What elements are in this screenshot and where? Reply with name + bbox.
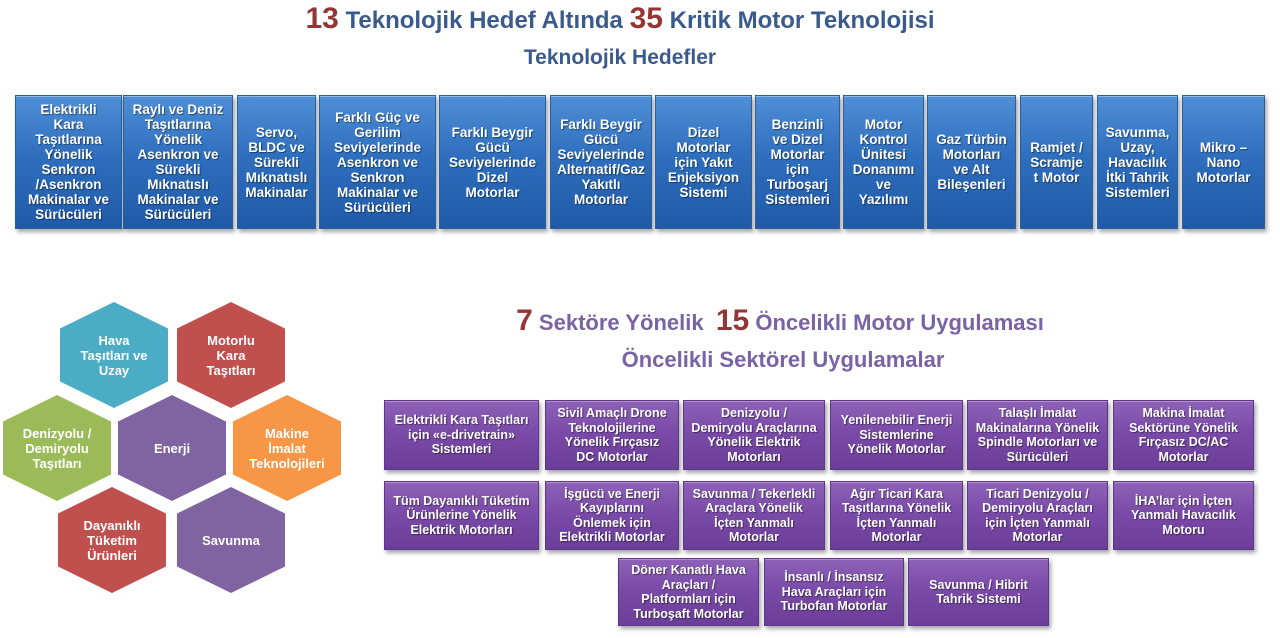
- sectors-title: 7 Sektöre Yönelik 15 Öncelikli Motor Uyg…: [400, 304, 1160, 338]
- application-label: Savunma / Hibrit Tahrik Sistemi: [929, 577, 1028, 607]
- sector-label: Enerji: [153, 440, 191, 456]
- technology-count: 35: [629, 2, 663, 35]
- technology-target-label: Servo, BLDC ve Sürekli Mıknatıslı Makina…: [245, 124, 308, 200]
- sector-label: Makine İmalat Teknolojileri: [249, 425, 325, 471]
- technology-target-label: Dizel Motorlar için Yakıt Enjeksiyon Sis…: [667, 124, 740, 200]
- application-label: Döner Kanatlı Hava Araçları / Platformla…: [631, 563, 746, 621]
- application-label: Sivil Amaçlı Drone Teknolojilerine Yönel…: [557, 406, 667, 464]
- application-box: Sivil Amaçlı Drone Teknolojilerine Yönel…: [545, 400, 679, 470]
- technology-target-label: Gaz Türbin Motorları ve Alt Bileşenleri: [936, 132, 1007, 192]
- sectoral-applications-subtitle: Öncelikli Sektörel Uygulamalar: [621, 347, 945, 372]
- main-title: 13 Teknolojik Hedef Altında 35 Kritik Mo…: [0, 2, 1240, 36]
- target-count: 13: [305, 2, 339, 35]
- application-box: Talaşlı İmalat Makinalarına Yönelik Spin…: [967, 400, 1108, 470]
- application-box: Makina İmalat Sektörüne Yönelik Fırçasız…: [1113, 400, 1254, 470]
- application-label: Elektrikli Kara Taşıtları için «e-drivet…: [394, 413, 529, 457]
- sector-hexagon: Enerji: [118, 395, 226, 501]
- technology-target-box: Mikro – Nano Motorlar: [1182, 95, 1265, 229]
- application-label: Savunma / Tekerlekli Araçlara Yönelik İç…: [692, 486, 816, 545]
- technology-target-label: Motor Kontrol Ünitesi Donanımı ve Yazılı…: [852, 117, 915, 207]
- technology-target-box: Farklı Güç ve Gerilim Seviyelerinde Asen…: [319, 95, 436, 229]
- sector-hexagon: Savunma: [177, 487, 285, 593]
- technology-target-box: Ramjet / Scramje t Motor: [1020, 95, 1093, 229]
- technology-target-box: Raylı ve Deniz Taşıtlarına Yönelik Asenk…: [123, 95, 233, 229]
- application-label: İşgücü ve Enerji Kayıplarını Önlemek içi…: [559, 486, 665, 545]
- technology-target-label: Savunma, Uzay, Havacılık İtki Tahrik Sis…: [1105, 124, 1170, 200]
- application-label: İHA’lar için İçten Yanmalı Havacılık Mot…: [1131, 493, 1236, 537]
- application-box: Ağır Ticari Kara Taşıtlarına Yönelik İçt…: [830, 481, 963, 550]
- sector-count: 7: [516, 304, 533, 337]
- technology-text: Kritik Motor Teknolojisi: [662, 7, 935, 34]
- technology-target-label: Farklı Beygir Gücü Seviyelerinde Alterna…: [557, 117, 645, 207]
- application-box: Ticari Denizyolu / Demiryolu Araçları iç…: [967, 481, 1108, 550]
- application-box: Savunma / Tekerlekli Araçlara Yönelik İç…: [683, 481, 825, 550]
- application-box: Tüm Dayanıklı Tüketim Ürünlerine Yönelik…: [384, 481, 539, 550]
- application-box: İşgücü ve Enerji Kayıplarını Önlemek içi…: [545, 481, 679, 550]
- application-text: Öncelikli Motor Uygulaması: [749, 310, 1044, 335]
- technology-target-label: Ramjet / Scramje t Motor: [1030, 139, 1083, 185]
- application-box: İnsanlı / İnsansız Hava Araçları için Tu…: [764, 558, 904, 626]
- application-label: Makina İmalat Sektörüne Yönelik Fırçasız…: [1129, 406, 1238, 464]
- sector-label: Dayanıklı Tüketim Ürünleri: [83, 517, 141, 563]
- application-box: Döner Kanatlı Hava Araçları / Platformla…: [618, 558, 759, 626]
- technology-target-box: Farklı Beygir Gücü Seviyelerinde Dizel M…: [439, 95, 546, 229]
- application-label: Ağır Ticari Kara Taşıtlarına Yönelik İçt…: [841, 486, 952, 545]
- technology-target-label: Mikro – Nano Motorlar: [1196, 139, 1251, 185]
- sector-hexagon: Motorlu Kara Taşıtları: [177, 302, 285, 408]
- application-label: Tüm Dayanıklı Tüketim Ürünlerine Yönelik…: [393, 493, 530, 537]
- application-label: Yenilenebilir Enerji Sistemlerine Yöneli…: [840, 413, 953, 457]
- sector-hexagon: Makine İmalat Teknolojileri: [233, 395, 341, 501]
- technology-target-box: Farklı Beygir Gücü Seviyelerinde Alterna…: [550, 95, 652, 229]
- sector-hexagon: Dayanıklı Tüketim Ürünleri: [58, 487, 166, 593]
- application-label: Ticari Denizyolu / Demiryolu Araçları iç…: [982, 486, 1093, 545]
- technology-targets-subtitle: Teknolojik Hedefler: [523, 46, 717, 69]
- technology-target-box: Savunma, Uzay, Havacılık İtki Tahrik Sis…: [1097, 95, 1178, 229]
- technology-target-box: Dizel Motorlar için Yakıt Enjeksiyon Sis…: [655, 95, 752, 229]
- target-text: Teknolojik Hedef Altında: [338, 7, 630, 34]
- application-box: Elektrikli Kara Taşıtları için «e-drivet…: [384, 400, 539, 470]
- technology-target-label: Farklı Beygir Gücü Seviyelerinde Dizel M…: [448, 124, 537, 200]
- sector-hexagon: Hava Taşıtları ve Uzay: [60, 302, 168, 408]
- application-count: 15: [715, 304, 750, 337]
- technology-target-box: Motor Kontrol Ünitesi Donanımı ve Yazılı…: [843, 95, 924, 229]
- technology-target-box: Elektrikli Kara Taşıtlarına Yönelik Senk…: [15, 95, 122, 229]
- application-label: Talaşlı İmalat Makinalarına Yönelik Spin…: [975, 406, 1100, 464]
- technology-target-label: Farklı Güç ve Gerilim Seviyelerinde Asen…: [333, 109, 422, 215]
- sector-hexagon: Denizyolu / Demiryolu Taşıtları: [3, 395, 111, 501]
- technology-target-box: Gaz Türbin Motorları ve Alt Bileşenleri: [927, 95, 1016, 229]
- sector-label: Motorlu Kara Taşıtları: [206, 332, 256, 378]
- sector-text: Sektöre Yönelik: [532, 310, 710, 335]
- technology-target-label: Benzinli ve Dizel Motorlar için Turboşar…: [765, 117, 830, 207]
- technology-target-box: Servo, BLDC ve Sürekli Mıknatıslı Makina…: [237, 95, 316, 229]
- application-box: Savunma / Hibrit Tahrik Sistemi: [908, 558, 1049, 626]
- sector-label: Denizyolu / Demiryolu Taşıtları: [22, 425, 92, 471]
- technology-target-label: Elektrikli Kara Taşıtlarına Yönelik Senk…: [27, 102, 110, 222]
- application-box: Denizyolu / Demiryolu Araçlarına Yönelik…: [683, 400, 825, 470]
- technology-target-label: Raylı ve Deniz Taşıtlarına Yönelik Asenk…: [132, 102, 224, 222]
- sector-label: Hava Taşıtları ve Uzay: [80, 332, 148, 378]
- sector-label: Savunma: [202, 532, 260, 548]
- application-label: Denizyolu / Demiryolu Araçlarına Yönelik…: [691, 406, 817, 464]
- application-box: Yenilenebilir Enerji Sistemlerine Yöneli…: [830, 400, 963, 470]
- application-box: İHA’lar için İçten Yanmalı Havacılık Mot…: [1113, 481, 1254, 550]
- technology-target-box: Benzinli ve Dizel Motorlar için Turboşar…: [755, 95, 840, 229]
- application-label: İnsanlı / İnsansız Hava Araçları için Tu…: [780, 570, 888, 614]
